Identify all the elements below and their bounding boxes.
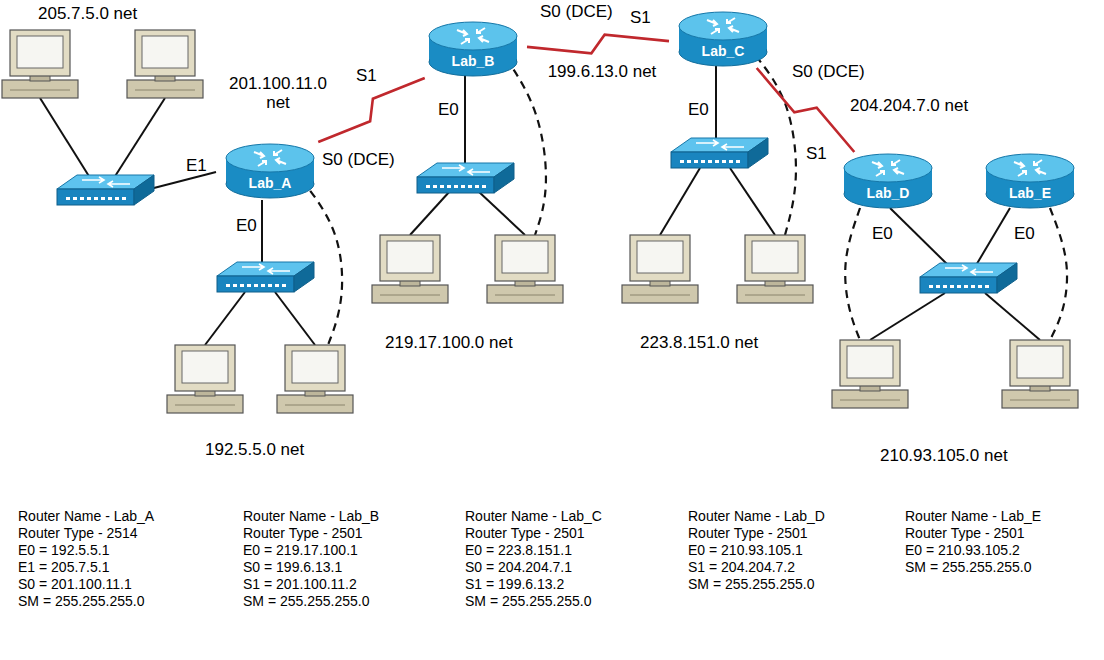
router-spec: Router Type - 2501	[243, 525, 363, 542]
ethernet-wire	[410, 191, 450, 235]
router-spec: E1 = 205.7.5.1	[18, 559, 109, 576]
interface-label: E0	[872, 224, 893, 243]
pc-workstation	[832, 340, 908, 408]
router-icon	[216, 142, 324, 200]
ethernet-wire	[40, 98, 92, 181]
router-spec: SM = 255.255.255.0	[465, 593, 592, 610]
ethernet-switch	[57, 175, 154, 205]
interface-label: S1	[806, 144, 827, 163]
router-spec: E0 = 219.17.100.1	[243, 542, 358, 559]
ethernet-switch	[217, 262, 314, 292]
console-cable	[1050, 208, 1067, 340]
router: Lab_A	[216, 142, 324, 200]
interface-label: S1	[356, 66, 377, 85]
network-label: 199.6.13.0 net	[546, 62, 658, 81]
serial-link	[318, 78, 424, 142]
ethernet-wire	[715, 66, 717, 142]
pc-workstation	[1002, 340, 1078, 408]
network-label: 204.204.7.0 net	[850, 96, 968, 115]
ethernet-wire	[275, 292, 315, 345]
router-spec: S0 = 201.100.11.1	[18, 576, 132, 593]
router-spec: SM = 255.255.255.0	[18, 593, 145, 610]
router-spec: Router Name - Lab_B	[243, 508, 379, 525]
serial-link	[527, 35, 669, 54]
router-spec: S0 = 204.204.7.1	[465, 559, 572, 576]
router-spec: E0 = 210.93.105.2	[905, 542, 1020, 559]
router-spec: Router Name - Lab_C	[465, 508, 602, 525]
network-label: 219.17.100.0 net	[385, 333, 513, 352]
pc-workstation	[487, 235, 563, 303]
router-spec: E0 = 192.5.5.1	[18, 542, 109, 559]
ethernet-wire	[464, 72, 466, 165]
pc-workstation	[2, 30, 78, 98]
router-name: Lab_D	[834, 185, 942, 201]
ethernet-wire	[975, 208, 1010, 267]
router-icon	[419, 20, 527, 78]
router-spec: SM = 255.255.255.0	[688, 576, 815, 593]
router-spec: Router Name - Lab_A	[18, 508, 154, 525]
router: Lab_C	[669, 10, 777, 68]
pc-workstation	[622, 235, 698, 303]
router-icon	[976, 152, 1084, 210]
router-icon	[834, 152, 942, 210]
router-spec: SM = 255.255.255.0	[905, 559, 1032, 576]
router-spec: S1 = 201.100.11.2	[243, 576, 357, 593]
interface-label: S1	[630, 8, 651, 27]
interface-label: S0 (DCE)	[322, 150, 395, 169]
router-name: Lab_C	[669, 43, 777, 59]
ethernet-wire	[870, 293, 945, 340]
router-spec: Router Type - 2501	[465, 525, 585, 542]
network-label: 192.5.5.0 net	[205, 440, 304, 459]
interface-label: E0	[438, 100, 459, 119]
pc-workstation	[372, 235, 448, 303]
router-spec: S1 = 199.6.13.2	[465, 576, 564, 593]
network-label: 223.8.151.0 net	[640, 333, 758, 352]
interface-label: S0 (DCE)	[792, 62, 865, 81]
router-spec: SM = 255.255.255.0	[243, 593, 370, 610]
ethernet-wire	[985, 293, 1040, 340]
pc-workstation	[167, 345, 243, 413]
pc-workstation	[737, 235, 813, 303]
interface-label: E1	[186, 156, 207, 175]
router: Lab_D	[834, 152, 942, 210]
router-spec: E0 = 223.8.151.1	[465, 542, 572, 559]
interface-label: E0	[688, 100, 709, 119]
ethernet-wire	[261, 200, 263, 268]
router-icon	[669, 10, 777, 68]
ethernet-wire	[205, 292, 245, 345]
ethernet-switch	[671, 138, 768, 168]
ethernet-switch	[920, 263, 1017, 293]
router: Lab_E	[976, 152, 1084, 210]
interface-label: E0	[1014, 224, 1035, 243]
interface-label: S0 (DCE)	[540, 2, 613, 21]
interface-label: E0	[236, 216, 257, 235]
router: Lab_B	[419, 20, 527, 78]
network-label: 205.7.5.0 net	[38, 4, 137, 23]
ethernet-wire	[890, 208, 950, 267]
router-spec: S1 = 204.204.7.2	[688, 559, 795, 576]
router-name: Lab_E	[976, 185, 1084, 201]
router-name: Lab_A	[216, 175, 324, 191]
router-spec: Router Type - 2514	[18, 525, 138, 542]
network-label: 210.93.105.0 net	[880, 446, 1008, 465]
router-spec: Router Name - Lab_D	[688, 508, 825, 525]
console-cable	[506, 58, 546, 235]
ethernet-switch	[417, 163, 514, 193]
network-label: 201.100.11.0 net	[222, 74, 334, 112]
router-spec: Router Type - 2501	[905, 525, 1025, 542]
ethernet-wire	[730, 168, 775, 235]
console-cable	[845, 208, 860, 340]
router-spec: Router Name - Lab_E	[905, 508, 1041, 525]
ethernet-wire	[112, 98, 165, 181]
ethernet-wire	[660, 168, 700, 235]
pc-workstation	[127, 30, 203, 98]
router-spec: Router Type - 2501	[688, 525, 808, 542]
pc-workstation	[277, 345, 353, 413]
router-spec: E0 = 210.93.105.1	[688, 542, 803, 559]
router-spec: S0 = 199.6.13.1	[243, 559, 342, 576]
ethernet-wire	[478, 191, 525, 235]
router-name: Lab_B	[419, 53, 527, 69]
